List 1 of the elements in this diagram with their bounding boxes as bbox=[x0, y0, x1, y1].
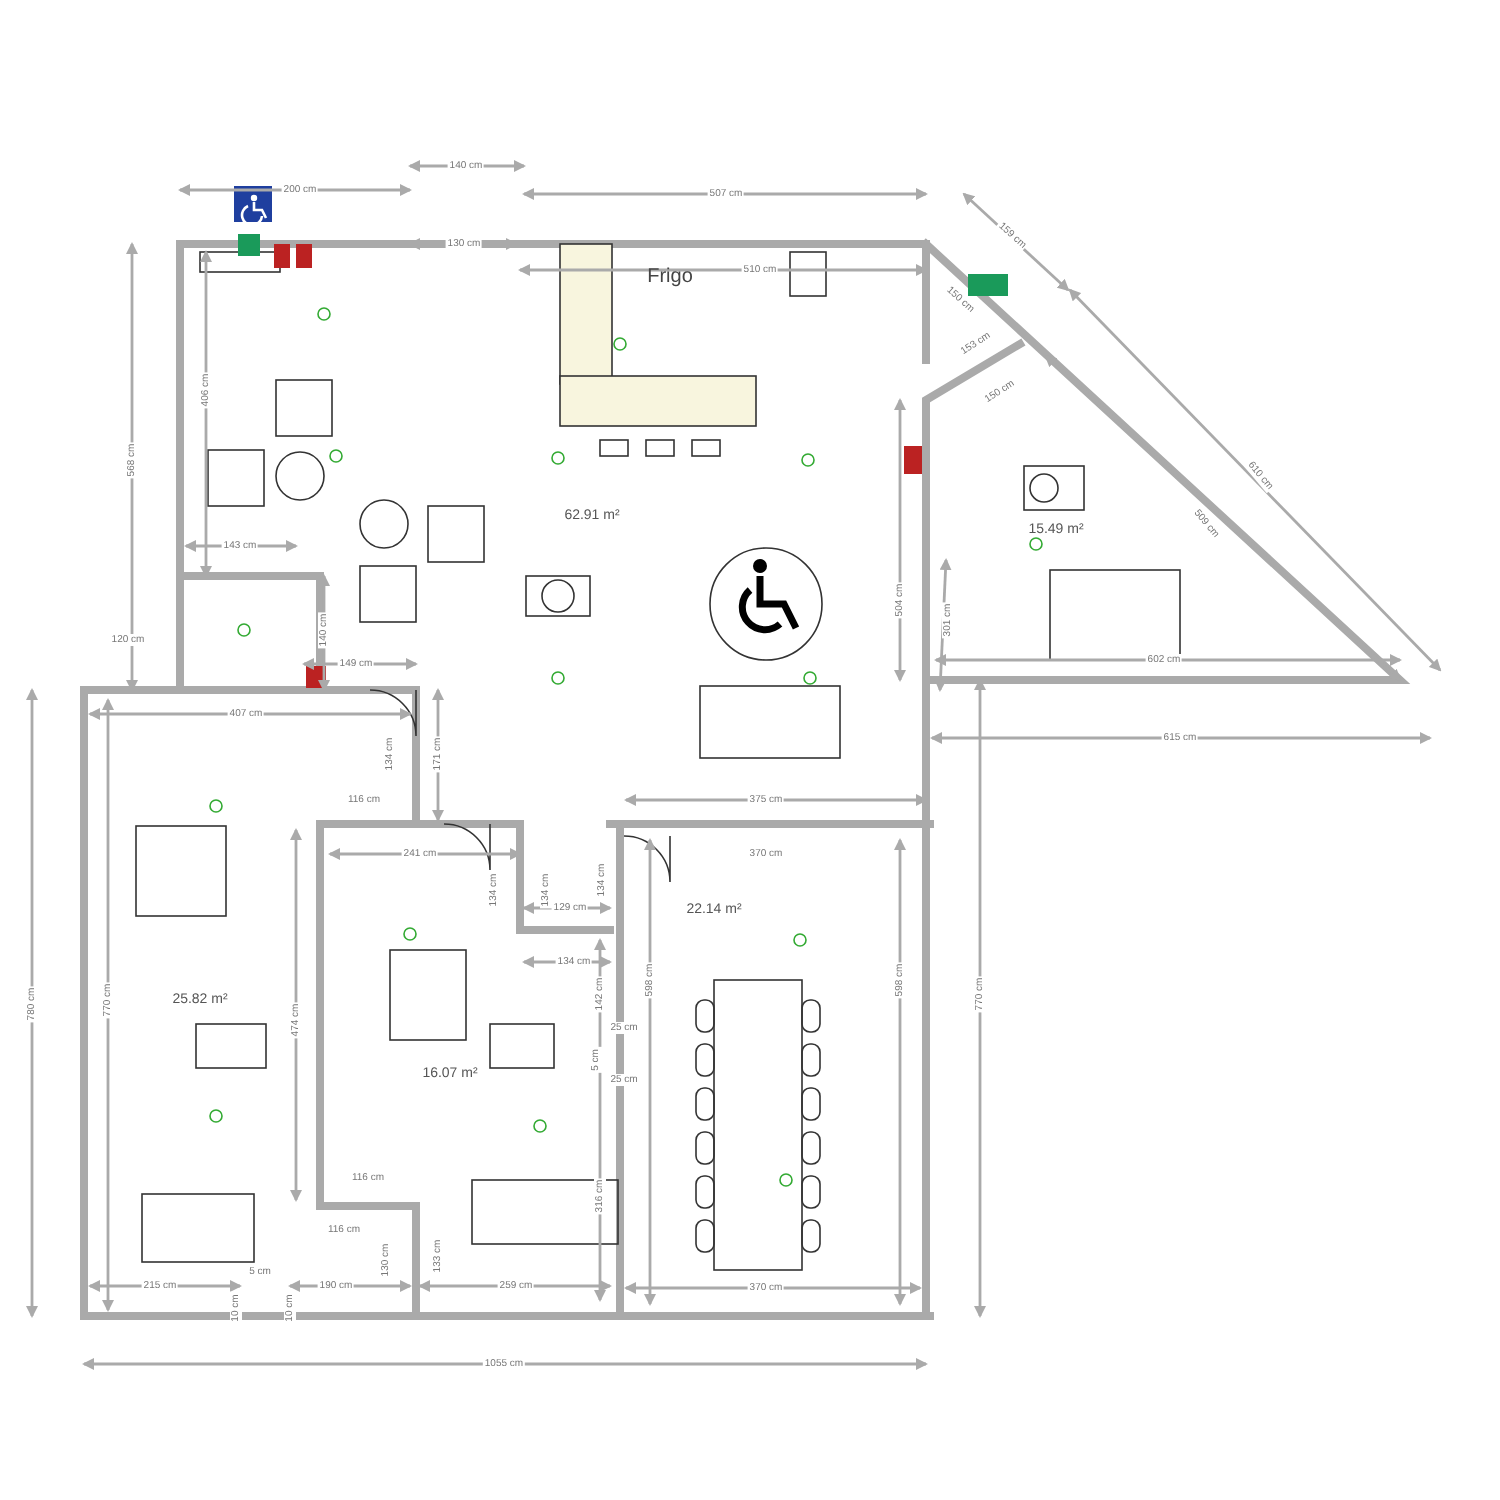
appliance-label: Frigo bbox=[645, 272, 695, 284]
